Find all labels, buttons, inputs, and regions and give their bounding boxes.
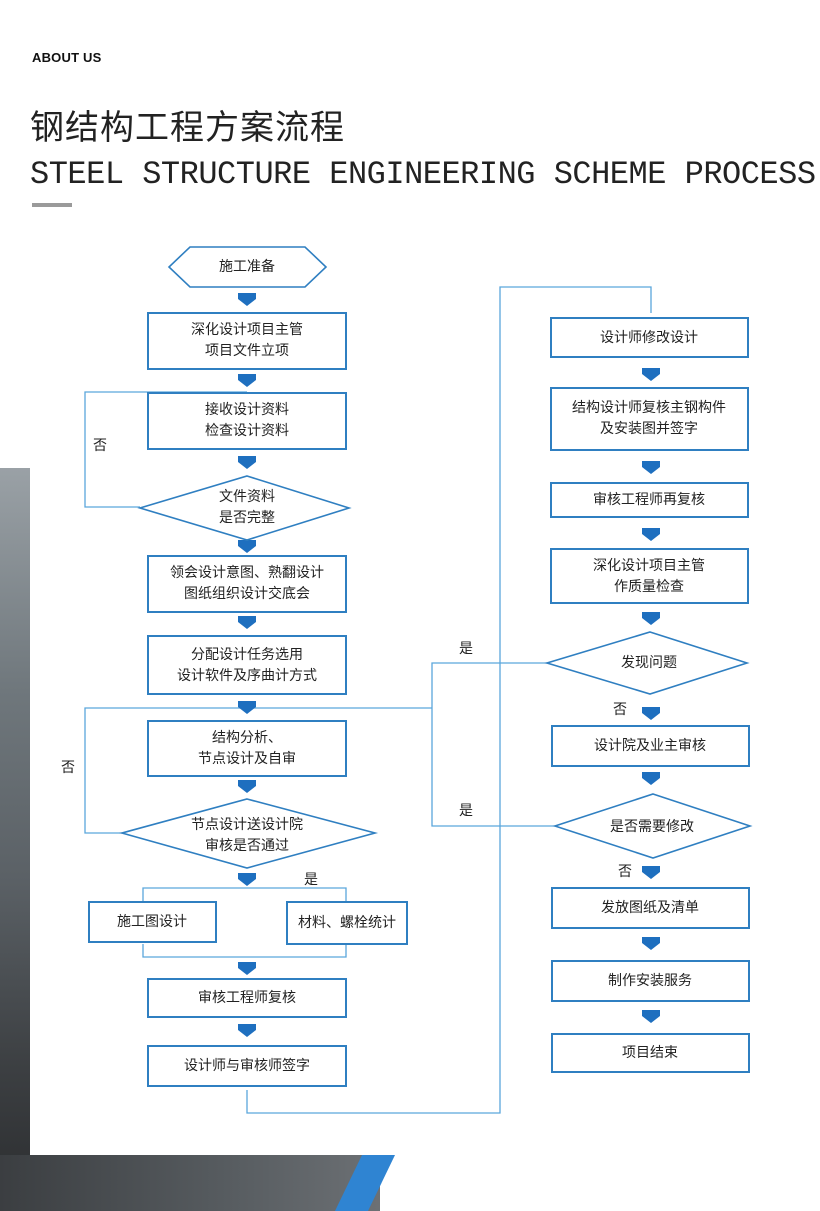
node-owner-review: 设计院及业主审核 (551, 725, 750, 767)
node-text: 审核工程师复核 (198, 989, 296, 1006)
node-text-line2: 项目文件立项 (205, 343, 289, 359)
label-no: 否 (61, 760, 75, 776)
decision-need-modify: 是否需要修改 (552, 793, 753, 859)
decision-docs-complete: 文件资料 是否完整 (137, 475, 352, 541)
loop-line-no2 (84, 707, 247, 834)
node-text: 设计师与审核师签字 (184, 1057, 310, 1074)
page-subtitle: STEEL STRUCTURE ENGINEERING SCHEME PROCE… (30, 156, 816, 193)
arrow-down (642, 772, 660, 785)
label-yes: 是 (459, 803, 473, 819)
arrow-down (238, 962, 256, 975)
node-issue-drawings: 发放图纸及清单 (551, 887, 750, 929)
node-text-line2: 及安装图并签字 (600, 420, 698, 437)
node-text: 项目结束 (622, 1045, 678, 1061)
node-text-line2: 图纸组织设计交底会 (184, 585, 310, 602)
connector-lines (84, 286, 652, 1114)
node-text: 施工图设计 (117, 914, 187, 930)
node-text-line2: 节点设计及自审 (198, 751, 296, 767)
node-quality-check: 深化设计项目主管 作质量检查 (550, 548, 749, 604)
label-no: 否 (93, 438, 107, 454)
decision-find-problem: 发现问题 (544, 631, 750, 695)
background-photo-left (0, 468, 30, 1211)
node-structural-recheck: 结构设计师复核主钢构件 及安装图并签字 (550, 387, 749, 451)
arrow-down (238, 873, 256, 886)
label-yes: 是 (459, 641, 473, 657)
right-column-link (246, 286, 652, 1114)
node-text-line2: 检查设计资料 (205, 423, 289, 439)
node-construction-drawing: 施工图设计 (88, 901, 217, 943)
split-bracket-bottom (142, 944, 347, 958)
arrow-down (642, 528, 660, 541)
arrow-down (238, 780, 256, 793)
node-structural-analysis: 结构分析、 节点设计及自审 (147, 720, 347, 777)
node-text-line1: 深化设计项目主管 (191, 322, 303, 338)
node-text: 审核工程师再复核 (593, 491, 705, 508)
arrow-down (238, 293, 256, 306)
node-text: 发放图纸及清单 (601, 900, 699, 916)
arrow-down (238, 456, 256, 469)
node-sign-off: 设计师与审核师签字 (147, 1045, 347, 1087)
arrow-down (238, 1024, 256, 1037)
decision-text: 发现问题 (621, 655, 677, 671)
decision-text-line1: 节点设计送设计院 (191, 817, 303, 833)
flow-arrows (238, 293, 660, 1037)
node-project-end: 项目结束 (551, 1033, 750, 1073)
node-text: 设计师修改设计 (600, 330, 698, 346)
label-no: 否 (618, 864, 632, 880)
node-text: 材料、螺栓统计 (298, 915, 396, 931)
node-text-line2: 设计软件及序曲计方式 (177, 668, 317, 684)
arrow-down (642, 866, 660, 879)
node-start-text: 施工准备 (219, 258, 275, 275)
node-receive-data: 接收设计资料 检查设计资料 (147, 392, 347, 450)
arrow-down (642, 461, 660, 474)
decision-node-approval: 节点设计送设计院 审核是否通过 (118, 798, 379, 869)
node-text-line1: 结构设计师复核主钢构件 (572, 399, 726, 416)
node-fabrication-service: 制作安装服务 (551, 960, 750, 1002)
split-bracket-top (142, 887, 347, 902)
page-title: 钢结构工程方案流程 (30, 108, 345, 148)
label-yes: 是 (304, 872, 318, 888)
node-project-setup: 深化设计项目主管 项目文件立项 (147, 312, 347, 370)
node-text-line1: 深化设计项目主管 (593, 558, 705, 574)
node-text-line1: 领会设计意图、熟翻设计 (170, 564, 324, 581)
arrow-down (642, 612, 660, 625)
about-us-label: ABOUT US (32, 50, 102, 65)
arrow-down (642, 707, 660, 720)
decision-text-line2: 审核是否通过 (205, 838, 289, 854)
arrow-down (238, 701, 256, 714)
node-start: 施工准备 (167, 246, 328, 288)
arrow-down (238, 374, 256, 387)
node-text: 设计院及业主审核 (594, 738, 706, 754)
title-underline (32, 203, 72, 207)
arrow-down (642, 368, 660, 381)
arrow-down (238, 540, 256, 553)
node-designer-modify: 设计师修改设计 (550, 317, 749, 358)
node-text-line1: 分配设计任务选用 (191, 647, 303, 663)
arrow-down (642, 1010, 660, 1023)
node-text-line1: 结构分析、 (212, 730, 282, 746)
node-design-briefing: 领会设计意图、熟翻设计 图纸组织设计交底会 (147, 555, 347, 613)
decision-text-line1: 文件资料 (219, 489, 275, 505)
node-review-recheck: 审核工程师再复核 (550, 482, 749, 518)
node-text: 制作安装服务 (608, 973, 692, 989)
node-text-line1: 接收设计资料 (205, 401, 289, 418)
background-photo-bottom (0, 1155, 380, 1211)
arrow-down (642, 937, 660, 950)
node-assign-tasks: 分配设计任务选用 设计软件及序曲计方式 (147, 635, 347, 695)
node-material-statistics: 材料、螺栓统计 (286, 901, 408, 945)
decision-text-line2: 是否完整 (219, 510, 275, 526)
decision-text: 是否需要修改 (610, 819, 694, 835)
node-text-line2: 作质量检查 (614, 579, 684, 595)
arrow-down (238, 616, 256, 629)
node-review-engineer: 审核工程师复核 (147, 978, 347, 1018)
feedback-line-yes (431, 662, 555, 827)
label-no: 否 (613, 702, 627, 718)
